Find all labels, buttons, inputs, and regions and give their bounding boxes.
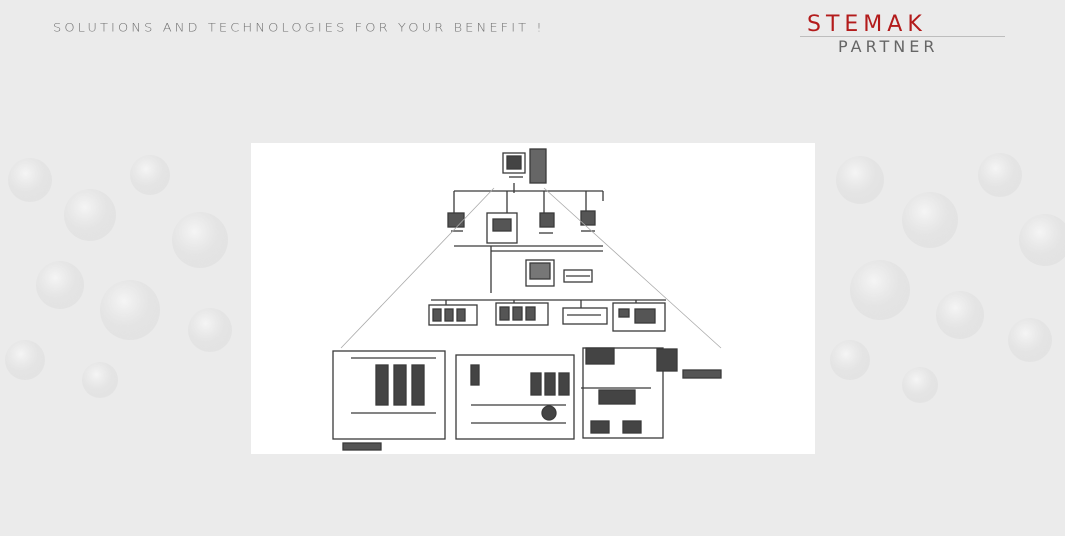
- workstation-icon: [539, 212, 555, 228]
- plant-section-left: [332, 350, 446, 440]
- workstation-icon: [580, 210, 596, 226]
- stemak-partner-logo[interactable]: STEMAK PARTNER: [800, 12, 1005, 58]
- plant-section-center: [455, 354, 575, 440]
- workstation-icon: [447, 212, 465, 228]
- logo-brand: STEMAK: [807, 12, 927, 37]
- network-hierarchy-sketch: [251, 143, 815, 454]
- logo-divider: [800, 36, 1005, 37]
- plant-section-right: [582, 347, 664, 439]
- control-console-icon: [562, 307, 608, 325]
- truck-icon: [342, 442, 382, 451]
- network-diagram-drawing: [332, 148, 722, 451]
- logo-subtitle: PARTNER: [838, 37, 939, 56]
- truck-icon: [682, 369, 722, 379]
- tagline: SOLUTIONS AND TECHNOLOGIES FOR YOUR BENE…: [53, 22, 545, 35]
